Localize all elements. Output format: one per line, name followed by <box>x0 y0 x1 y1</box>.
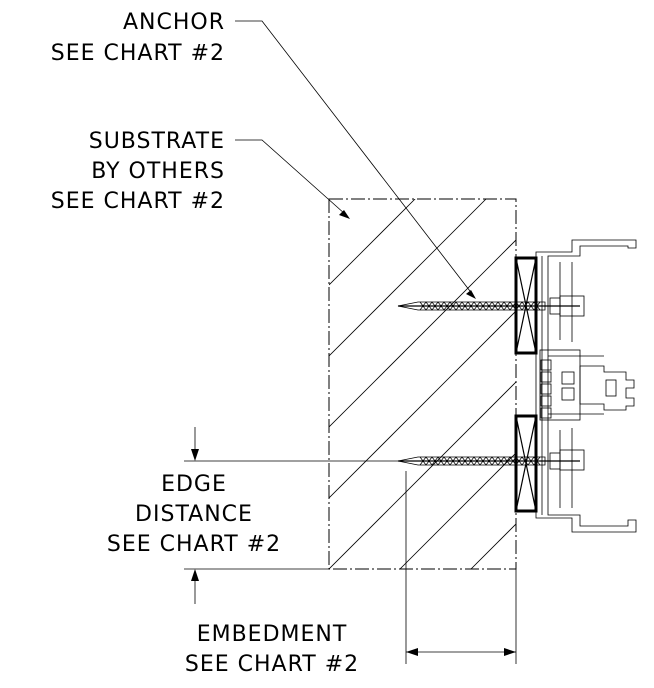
embedment-label-line2: SEE CHART #2 <box>185 652 359 677</box>
substrate-block <box>328 198 517 570</box>
substrate-label: SUBSTRATE BY OTHERS SEE CHART #2 <box>51 129 225 214</box>
edge-distance-dimension <box>184 427 398 604</box>
anchor-screw-lower <box>397 452 580 470</box>
embedment-dimension <box>405 471 517 664</box>
anchor-screw-upper <box>397 297 580 315</box>
edge-distance-label-line2: DISTANCE <box>135 502 253 527</box>
anchor-label-line2: SEE CHART #2 <box>51 41 225 66</box>
embedment-label: EMBEDMENT SEE CHART #2 <box>185 622 359 677</box>
substrate-leader <box>235 139 350 219</box>
frame-profile <box>535 239 637 533</box>
edge-distance-label-line3: SEE CHART #2 <box>107 532 281 557</box>
edge-distance-label: EDGE DISTANCE SEE CHART #2 <box>107 472 281 557</box>
anchor-label: ANCHOR SEE CHART #2 <box>51 10 225 66</box>
substrate-label-line2: BY OTHERS <box>91 159 225 184</box>
anchor-label-line1: ANCHOR <box>123 10 225 35</box>
anchor-leader <box>235 20 476 299</box>
edge-distance-label-line1: EDGE <box>161 472 227 497</box>
embedment-label-line1: EMBEDMENT <box>197 622 348 647</box>
substrate-label-line3: SEE CHART #2 <box>51 189 225 214</box>
substrate-hatching <box>329 199 516 569</box>
substrate-label-line1: SUBSTRATE <box>89 129 225 154</box>
